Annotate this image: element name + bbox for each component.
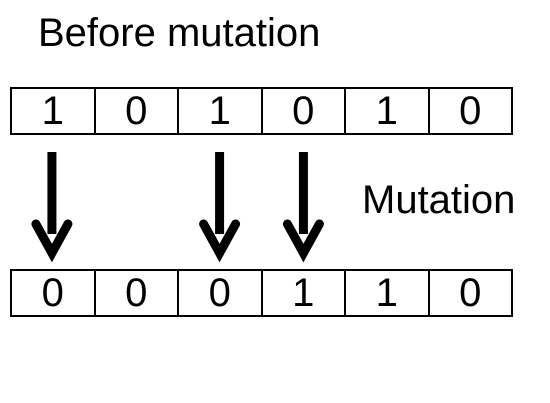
- before-bit-cell: 0: [96, 89, 179, 133]
- after-bit-cell: 0: [96, 271, 179, 315]
- before-mutation-title: Before mutation: [38, 11, 321, 55]
- before-bit-cell: 1: [179, 89, 263, 133]
- down-arrow-icon: [282, 152, 324, 263]
- mutation-label: Mutation: [362, 178, 516, 222]
- after-bit-cell: 1: [346, 271, 430, 315]
- before-bit-cell: 0: [263, 89, 346, 133]
- arrow-head: [282, 219, 324, 263]
- before-bit-cell: 1: [12, 89, 96, 133]
- after-bit-string: 0 0 0 1 1 0: [10, 269, 513, 317]
- after-bit-cell: 0: [459, 271, 482, 315]
- before-bit-string: 1 0 1 0 1 0: [10, 87, 513, 135]
- after-bit-cell: 1: [263, 271, 346, 315]
- down-arrow-icon: [199, 152, 241, 263]
- before-bit-cell: 0: [459, 89, 482, 133]
- before-bit-cell: 1: [346, 89, 430, 133]
- arrow-head: [199, 219, 241, 263]
- down-arrow-icon: [31, 152, 73, 263]
- after-bit-cell: 0: [12, 271, 96, 315]
- arrow-head: [31, 219, 73, 263]
- mutation-arrows: [31, 152, 324, 263]
- after-bit-cell: 0: [179, 271, 263, 315]
